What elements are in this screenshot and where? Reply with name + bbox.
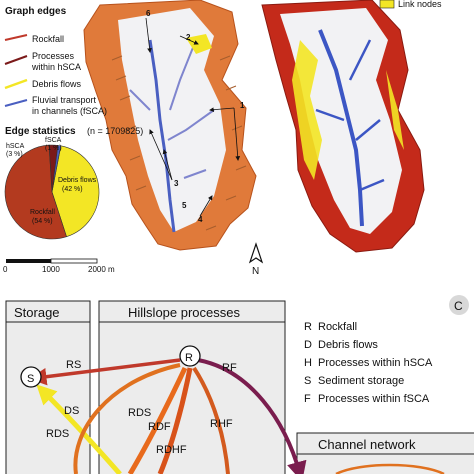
legend-title: Graph edges [5, 6, 67, 17]
map-left-debris-yellow [186, 34, 212, 54]
legend-line-fluvial [4, 99, 28, 107]
node-s [20, 366, 42, 388]
key-code-s: S [304, 375, 311, 387]
pie-chart [4, 144, 100, 240]
map-label-1: 1 [240, 101, 245, 110]
north-label: N [252, 266, 259, 277]
node-r-label: R [185, 352, 193, 364]
scale-bar: 0 1000 2000 m [3, 258, 115, 274]
edge-label-rdf: RDF [148, 421, 171, 433]
pie-label-fsca: fSCA [45, 137, 62, 144]
scale-label-1000: 1000 [42, 265, 60, 274]
storage-title: Storage [14, 305, 60, 320]
pie-slice-fsca [51, 145, 62, 193]
edge-label-ds: DS [64, 405, 79, 417]
edge-rs [29, 358, 181, 386]
pie-slice-debris-flows [51, 145, 100, 238]
edge-label-rdhf: RDHF [156, 444, 187, 456]
map-right-blue-branches [315, 39, 385, 192]
edge-rds [73, 363, 181, 474]
north-arrow-icon [248, 242, 264, 264]
key-code-h: H [304, 357, 312, 369]
map-label-2: 2 [186, 33, 191, 42]
edge-label-rs: RS [66, 359, 81, 371]
legend-label-fluvial-1: Fluvial transport [32, 95, 97, 105]
map-label-5: 5 [182, 201, 187, 210]
pie-label-fsca-pct: (1 %) [45, 145, 62, 152]
map-label-6: 6 [146, 9, 151, 18]
pie-label-rockfall: Rockfall [30, 209, 55, 216]
scale-segment-2 [50, 258, 98, 264]
map-left-ridge-white [118, 8, 226, 232]
edge-label-rhf: RHF [210, 418, 233, 430]
pie-label-debris-pct: (42 %) [62, 186, 83, 193]
key-code-r: R [304, 321, 312, 333]
pie-label-rockfall-pct: (54 %) [32, 218, 53, 225]
channel-title: Channel network [318, 437, 416, 452]
map-left-callouts [145, 17, 241, 217]
map-left-channel-blue [148, 39, 176, 233]
panel-c-letter: C [454, 299, 463, 313]
edge-label-rds-left: RDS [46, 428, 69, 440]
edge-label-rds-mid: RDS [128, 407, 151, 419]
key-text-d: Debris flows [318, 339, 378, 351]
edge-rf [197, 358, 307, 474]
link-nodes-swatch [379, 0, 395, 9]
edge-rdhf [157, 367, 193, 474]
stats-count: (n = 1709825) [87, 126, 143, 136]
map-left-channel-branch [129, 39, 215, 179]
map-left: 6 2 1 3 5 4 [83, 0, 257, 251]
channel-orange-arc [335, 463, 445, 474]
map-label-4: 4 [198, 215, 203, 224]
legend-line-debris [4, 78, 28, 90]
edge-rhf [192, 366, 230, 474]
edge-statistics: Edge statistics (n = 1709825) hSCA (3 %)… [4, 126, 143, 240]
pie-label-debris: Debris flows [58, 177, 97, 184]
panel-c-letter-badge [449, 295, 469, 315]
legend-label-fluvial-2: in channels (fSCA) [32, 106, 107, 116]
legend-label-debris: Debris flows [32, 79, 82, 89]
scale-label-2000: 2000 m [88, 265, 115, 274]
hillslope-box [98, 300, 286, 474]
key-code-f: F [304, 393, 311, 405]
node-s-label: S [27, 373, 34, 385]
graph-edges-legend: Graph edges Rockfall Processes within hS… [4, 6, 107, 116]
panel-c: Storage Hillslope processes Channel netw… [5, 295, 474, 474]
legend-label-hsca-1: Processes [32, 51, 75, 61]
pie-label-hsca: hSCA [6, 143, 25, 150]
link-nodes-label: Link nodes [398, 0, 442, 9]
scale-label-0: 0 [3, 265, 8, 274]
pie-label-hsca-pct: (3 %) [6, 151, 23, 158]
edge-ds [36, 384, 122, 474]
north-arrow: N [248, 242, 264, 277]
pie-slice-rockfall [4, 144, 67, 240]
hillslope-title: Hillslope processes [128, 305, 240, 320]
edge-rdf [127, 366, 188, 474]
map-left-hatch [111, 55, 247, 231]
key-text-r: Rockfall [318, 321, 357, 333]
key-text-f: Processes within fSCA [318, 393, 430, 405]
map-right: Link nodes [261, 0, 442, 253]
map-right-blue [318, 29, 364, 227]
map-label-3: 3 [174, 179, 179, 188]
legend-label-rockfall: Rockfall [32, 34, 64, 44]
stats-title: Edge statistics [5, 126, 76, 137]
key-text-h: Processes within hSCA [318, 357, 433, 369]
legend-line-hsca [4, 55, 28, 65]
key-text-s: Sediment storage [318, 375, 404, 387]
map-right-yellow [292, 40, 404, 180]
scale-segment-1 [6, 259, 51, 263]
legend-line-rockfall [4, 34, 28, 41]
key-code-d: D [304, 339, 312, 351]
node-r [179, 345, 201, 367]
edge-label-rf: RF [222, 362, 237, 374]
legend-label-hsca-2: within hSCA [31, 62, 81, 72]
